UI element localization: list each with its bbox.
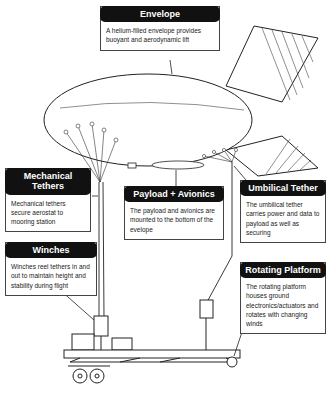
callout-box: Mechanical TethersMechanical tethers sec… xyxy=(5,168,91,232)
callout-heading: Payload + Avionics xyxy=(124,186,224,202)
winch-symbol xyxy=(94,316,108,336)
callout-box: Payload + AvionicsThe payload and avioni… xyxy=(124,186,224,240)
wheel xyxy=(73,369,87,383)
callout-heading: Rotating Platform xyxy=(240,262,326,278)
callout-heading: Envelope xyxy=(100,6,220,22)
callout-box: Rotating PlatformThe rotating platform h… xyxy=(240,262,326,334)
callout-body: The payload and avionics are mounted to … xyxy=(125,202,223,238)
callout-body: A helium-filled envelope provides buoyan… xyxy=(101,22,219,49)
callout-heading: Winches xyxy=(5,242,97,258)
tail-fin xyxy=(226,26,318,102)
callout-box: WinchesWinches reel tethers in and out t… xyxy=(5,242,97,296)
callout-heading: Mechanical Tethers xyxy=(5,168,91,195)
platform-deck xyxy=(64,350,240,358)
winch-symbol xyxy=(200,300,213,318)
callout-body: Winches reel tethers in and out to maint… xyxy=(6,258,96,294)
callout-body: Mechanical tethers secure aerostat to mo… xyxy=(6,195,90,231)
callout-body: The rotating platform houses ground elec… xyxy=(241,278,325,332)
rotating-joint xyxy=(227,357,237,367)
callout-heading: Umbilical Tether xyxy=(240,180,326,196)
envelope-hull xyxy=(44,74,252,166)
wheel xyxy=(90,369,104,383)
callout-box: Umbilical TetherThe umbilical tether car… xyxy=(240,180,326,243)
callout-box: EnvelopeA helium-filled envelope provide… xyxy=(100,6,220,51)
callout-body: The umbilical tether carries power and d… xyxy=(241,196,325,241)
